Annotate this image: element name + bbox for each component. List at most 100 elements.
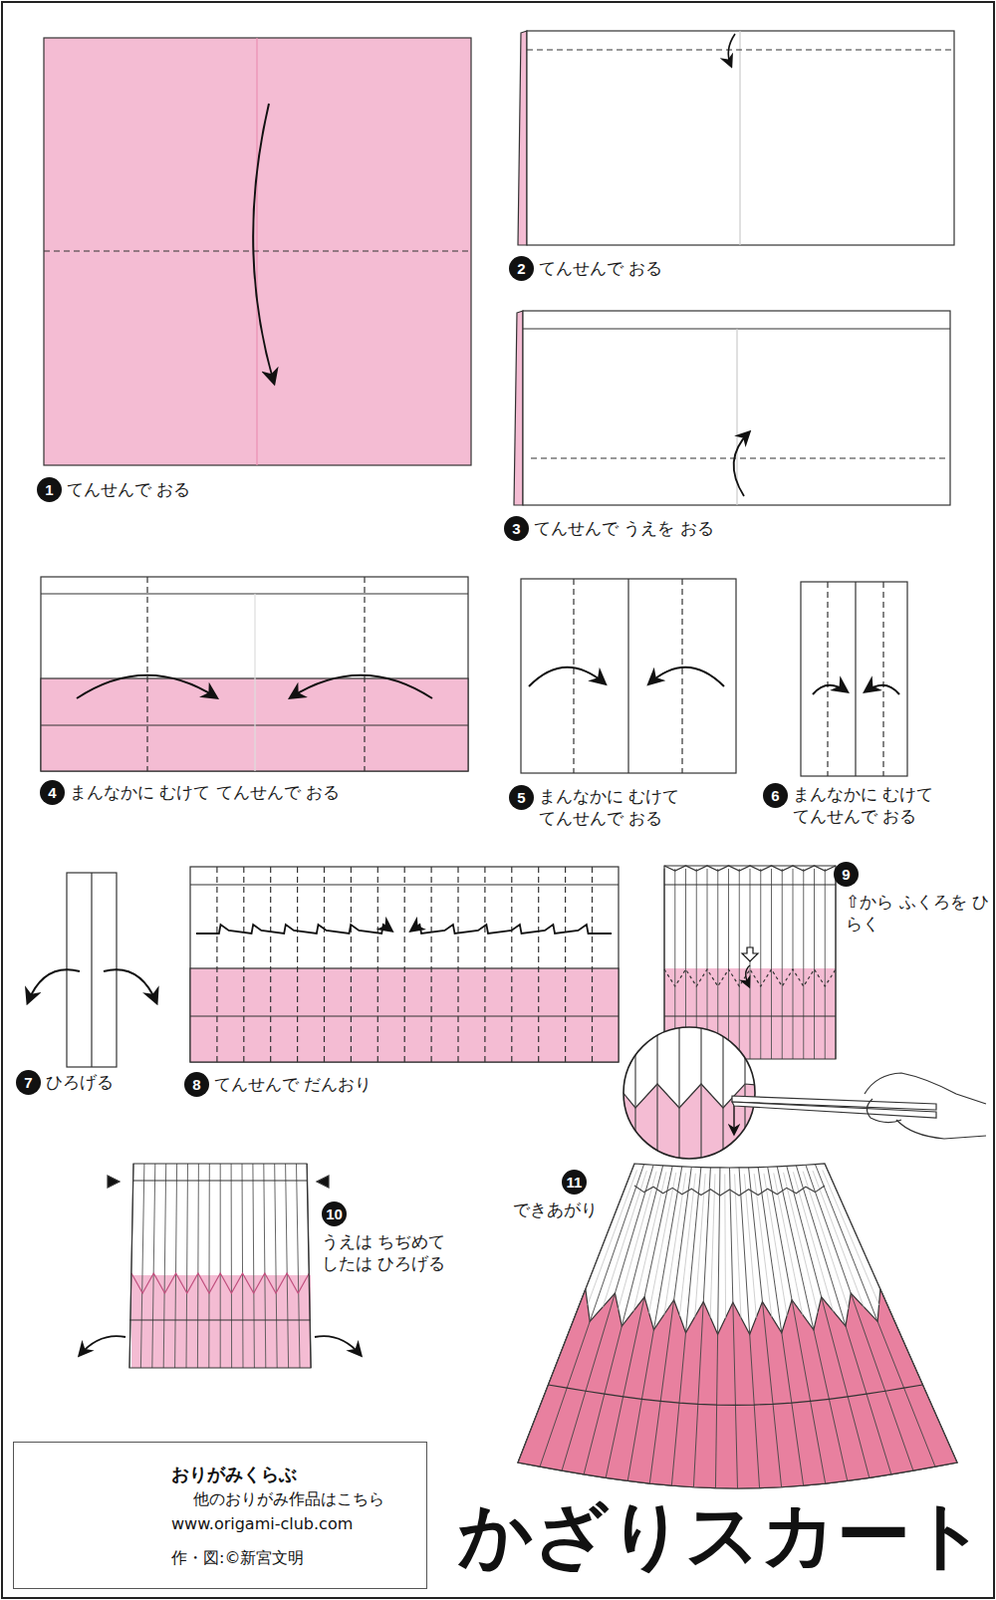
stroke <box>252 1163 255 1368</box>
step: 3てんせんで うえを おる <box>503 515 715 541</box>
stroke <box>510 866 512 1062</box>
stroke <box>243 866 245 1062</box>
stroke <box>605 1165 673 1478</box>
stroke <box>216 866 218 1062</box>
stroke <box>759 868 761 1059</box>
step: 7ひろげる <box>15 1069 114 1095</box>
stroke <box>197 1163 199 1368</box>
step-number: 11 <box>561 1169 587 1195</box>
step-caption: てんせんで おる <box>66 478 191 500</box>
stroke <box>664 969 836 987</box>
stroke <box>564 866 566 1062</box>
stroke <box>792 868 794 1059</box>
step-number: 9 <box>833 861 859 887</box>
skirt-ruffle <box>517 1288 958 1489</box>
step: 6まんなかに むけて てんせんで おる <box>762 782 945 827</box>
stroke <box>776 1166 848 1482</box>
stroke <box>664 883 836 885</box>
stroke <box>220 1163 222 1368</box>
step: 9 ⇧から ふくろを ひらく <box>833 861 991 935</box>
step: 2てんせんで おる <box>508 255 663 281</box>
stroke <box>656 1020 658 1171</box>
stroke <box>802 868 804 1059</box>
step-caption: うえは ちぢめて したは ひろげる <box>321 1230 457 1274</box>
step-number: 10 <box>321 1201 347 1227</box>
stroke <box>765 1020 767 1171</box>
stroke <box>612 1020 614 1171</box>
stroke <box>618 1171 658 1310</box>
step-number: 2 <box>508 255 534 281</box>
step-number: 6 <box>762 782 788 808</box>
stroke <box>175 1163 178 1368</box>
step-number: 4 <box>39 779 65 805</box>
title: かざりスカート <box>458 1494 987 1575</box>
stroke <box>131 1272 309 1293</box>
stroke <box>735 1173 742 1318</box>
stroke <box>537 866 539 1062</box>
stroke <box>724 1173 727 1318</box>
stroke <box>296 1163 301 1368</box>
stroke <box>739 1167 760 1489</box>
stroke <box>786 1165 870 1478</box>
step: 4まんなかに むけて てんせんで おる <box>39 779 340 805</box>
stroke <box>263 1163 266 1368</box>
stroke <box>231 1163 234 1368</box>
credit-text: 他のおりがみ作品はこちら <box>193 1489 385 1510</box>
stroke <box>208 1163 211 1368</box>
step: 8てんせんで だんおり <box>184 1071 372 1097</box>
stroke <box>783 1172 819 1313</box>
stroke <box>792 1171 833 1311</box>
stroke <box>770 868 772 1059</box>
credit-text: おりがみくらぶ <box>171 1462 297 1487</box>
step: 1てんせんで おる <box>36 477 191 502</box>
stroke <box>634 1020 636 1171</box>
step-number: 7 <box>15 1069 41 1095</box>
stroke <box>634 1185 825 1196</box>
stroke <box>781 868 783 1059</box>
stroke <box>242 1163 244 1368</box>
step-caption: ⇧から ふくろを ひらく <box>845 890 991 935</box>
step-number: 8 <box>184 1071 210 1097</box>
step-figures <box>27 30 987 1585</box>
credit-text: www.origami-club.com <box>171 1513 353 1533</box>
stroke <box>715 1167 721 1489</box>
stroke <box>140 1163 145 1368</box>
stroke <box>717 868 719 1059</box>
stroke <box>274 1163 278 1368</box>
step-caption: まんなかに むけて てんせんで おる <box>538 784 691 829</box>
stroke <box>591 866 593 1062</box>
stroke <box>678 1020 680 1171</box>
step-number: 3 <box>503 515 529 541</box>
stroke <box>744 1173 756 1318</box>
stroke <box>186 1163 189 1368</box>
stroke <box>133 1179 307 1181</box>
credit-box: おりがみくらぶ他のおりがみ作品はこちら www.origami-club.com 作… <box>12 1441 428 1589</box>
step-fold-arrow <box>196 924 392 934</box>
stroke <box>767 1166 826 1484</box>
stroke <box>152 1163 156 1368</box>
stroke <box>693 1167 711 1488</box>
stroke <box>812 1170 864 1307</box>
stroke <box>587 1169 638 1305</box>
stroke <box>824 868 826 1059</box>
step-caption: できあがり <box>512 1198 598 1221</box>
stroke <box>431 866 433 1062</box>
stroke <box>700 1020 702 1171</box>
step-caption: てんせんで おる <box>538 256 663 279</box>
stroke <box>296 866 298 1062</box>
step-caption: てんせんで だんおり <box>214 1072 372 1095</box>
stroke <box>822 1169 880 1305</box>
credit-text: 作・図:©新宮文明 <box>171 1547 304 1569</box>
stroke <box>649 1166 692 1484</box>
step-number: 5 <box>508 784 534 810</box>
stroke <box>805 1164 914 1471</box>
stroke <box>627 1166 683 1482</box>
step-number: 1 <box>36 477 62 502</box>
step: 10 うえは ちぢめて したは ひろげる <box>321 1201 457 1274</box>
stroke <box>404 866 406 1062</box>
stroke <box>350 866 352 1062</box>
stroke <box>547 1384 923 1405</box>
stroke <box>813 868 815 1059</box>
step-fold-arrow <box>411 924 612 934</box>
